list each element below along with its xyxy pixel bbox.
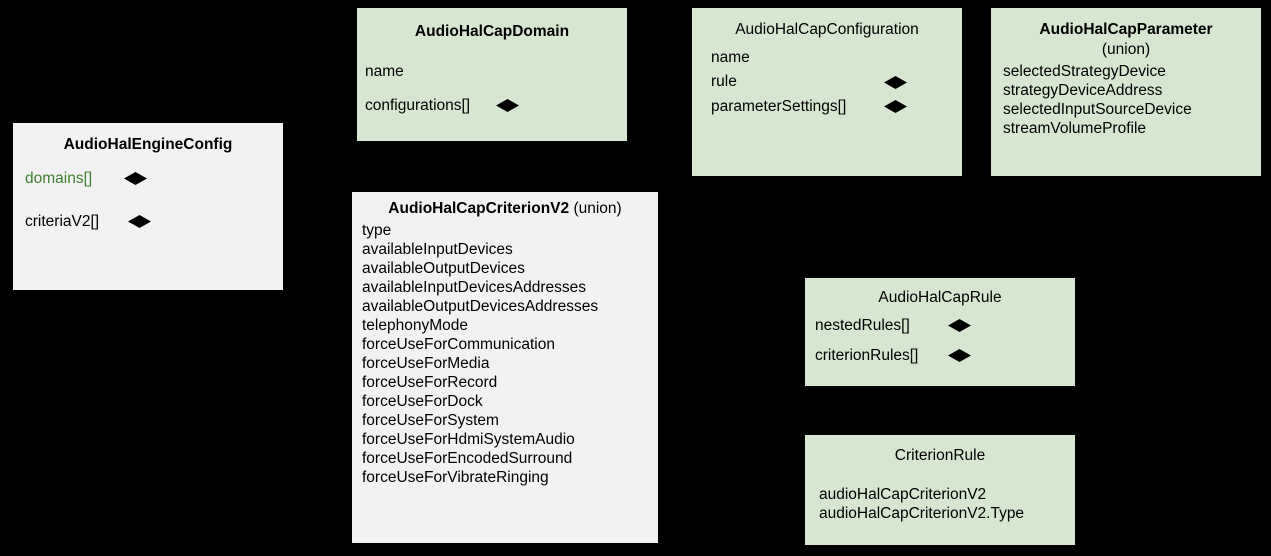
attribute-cap-criterion-7: forceUseForMedia bbox=[362, 355, 490, 372]
attribute-list-cap-parameter: selectedStrategyDevice strategyDeviceAdd… bbox=[991, 62, 1261, 138]
attribute-cap-domain-configurations: configurations[] bbox=[365, 97, 471, 114]
attribute-cap-criterion-8: forceUseForRecord bbox=[362, 374, 498, 391]
attribute-cap-parameter-0: selectedStrategyDevice bbox=[1003, 63, 1166, 80]
attribute-cap-criterion-13: forceUseForVibrateRinging bbox=[362, 469, 549, 486]
class-box-audio-hal-cap-parameter[interactable]: AudioHalCapParameter (union) selectedStr… bbox=[991, 8, 1261, 176]
composition-diamond-criteriav2 bbox=[128, 215, 151, 228]
class-title-audio-hal-cap-configuration: AudioHalCapConfiguration bbox=[735, 21, 919, 38]
composition-diamond-parametersettings bbox=[884, 100, 907, 113]
attribute-cap-criterion-10: forceUseForSystem bbox=[362, 412, 499, 429]
attribute-cap-domain-name: name bbox=[365, 63, 404, 80]
class-title-criterion-rule: CriterionRule bbox=[894, 447, 986, 464]
attribute-cap-criterion-0: type bbox=[362, 222, 392, 239]
attribute-list-criterion-rule: audioHalCapCriterionV2 audioHalCapCriter… bbox=[805, 485, 1075, 523]
class-title-audio-hal-cap-parameter: AudioHalCapParameter bbox=[991, 20, 1261, 40]
attribute-engine-config-domains: domains[] bbox=[25, 170, 93, 187]
composition-diamond-rule bbox=[884, 76, 907, 89]
class-title-audio-hal-cap-rule: AudioHalCapRule bbox=[878, 289, 1002, 306]
class-box-audio-hal-cap-rule[interactable]: AudioHalCapRule bbox=[805, 278, 1075, 386]
class-box-audio-hal-engine-config[interactable]: AudioHalEngineConfig bbox=[13, 123, 283, 290]
class-qualifier-audio-hal-cap-criterion-v2: (union) bbox=[573, 200, 622, 217]
attribute-cap-criterion-2: availableOutputDevices bbox=[362, 260, 525, 277]
attribute-cap-criterion-3: availableInputDevicesAddresses bbox=[362, 279, 587, 296]
attribute-cap-parameter-3: streamVolumeProfile bbox=[1003, 120, 1147, 137]
composition-diamond-domains bbox=[124, 172, 147, 185]
attribute-cap-configuration-rule: rule bbox=[711, 73, 737, 90]
class-qualifier-audio-hal-cap-parameter: (union) bbox=[1101, 41, 1151, 58]
class-title-audio-hal-engine-config: AudioHalEngineConfig bbox=[63, 136, 233, 153]
attribute-cap-rule-nestedrules: nestedRules[] bbox=[815, 317, 910, 334]
connector-parametersettings-horizontal bbox=[907, 106, 1017, 107]
attribute-cap-criterion-12: forceUseForEncodedSurround bbox=[362, 450, 573, 467]
class-box-criterion-rule[interactable]: CriterionRule audioHalCapCriterionV2 aud… bbox=[805, 435, 1075, 545]
class-title-text: AudioHalCapParameter bbox=[1039, 21, 1213, 38]
attribute-cap-configuration-name: name bbox=[711, 49, 750, 66]
attribute-cap-criterion-4: availableOutputDevicesAddresses bbox=[362, 298, 599, 315]
composition-diamond-criterionrules bbox=[948, 349, 971, 362]
attribute-cap-parameter-2: selectedInputSourceDevice bbox=[1003, 101, 1192, 118]
attribute-list-cap-criterion-v2: type availableInputDevices availableOutp… bbox=[352, 221, 658, 487]
attribute-criterion-rule-0: audioHalCapCriterionV2 bbox=[819, 486, 987, 503]
attribute-cap-criterion-11: forceUseForHdmiSystemAudio bbox=[362, 431, 575, 448]
attribute-cap-parameter-1: strategyDeviceAddress bbox=[1003, 82, 1163, 99]
attribute-cap-criterion-9: forceUseForDock bbox=[362, 393, 483, 410]
class-title-audio-hal-cap-domain: AudioHalCapDomain bbox=[414, 23, 570, 40]
attribute-engine-config-criteriav2: criteriaV2[] bbox=[25, 213, 100, 230]
class-box-audio-hal-cap-domain[interactable]: AudioHalCapDomain bbox=[357, 8, 627, 141]
class-title-audio-hal-cap-criterion-v2: AudioHalCapCriterionV2 (union) bbox=[352, 199, 658, 219]
attribute-cap-configuration-parametersettings: parameterSettings[] bbox=[711, 98, 847, 115]
class-box-audio-hal-cap-criterion-v2[interactable]: AudioHalCapCriterionV2 (union) type avai… bbox=[352, 192, 658, 543]
attribute-cap-criterion-1: availableInputDevices bbox=[362, 241, 513, 258]
composition-diamond-configurations bbox=[496, 99, 519, 112]
class-title-text: AudioHalCapCriterionV2 bbox=[388, 200, 570, 217]
class-box-audio-hal-cap-configuration[interactable]: AudioHalCapConfiguration bbox=[692, 8, 962, 176]
composition-diamond-nestedrules bbox=[948, 319, 971, 332]
attribute-cap-criterion-5: telephonyMode bbox=[362, 317, 468, 334]
attribute-cap-criterion-6: forceUseForCommunication bbox=[362, 336, 555, 353]
attribute-cap-rule-criterionrules: criterionRules[] bbox=[815, 347, 919, 364]
attribute-criterion-rule-1: audioHalCapCriterionV2.Type bbox=[819, 505, 1025, 522]
